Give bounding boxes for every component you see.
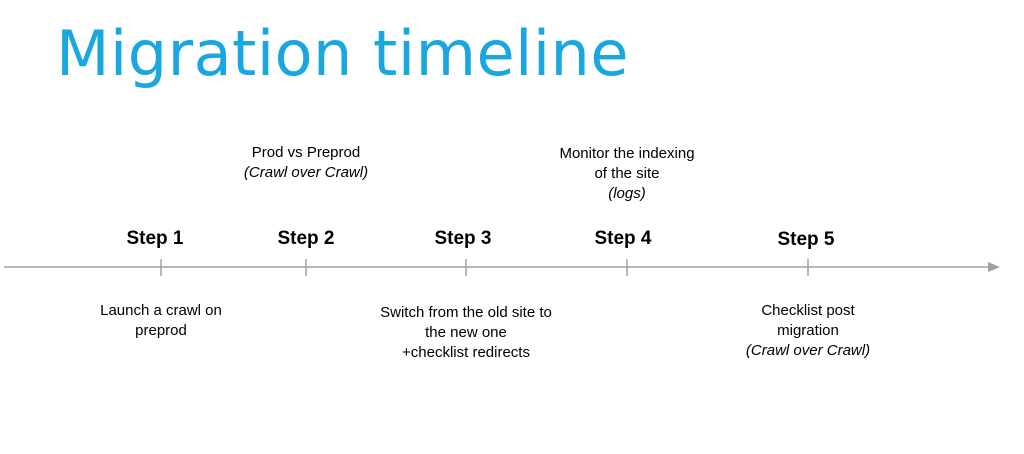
step-2-note-line: Prod vs Preprod: [251, 144, 361, 161]
step-2-note-italic: (Crawl over Crawl): [243, 164, 369, 181]
step-label-4: Step 4: [594, 228, 652, 249]
step-label-2: Step 2: [277, 228, 335, 249]
step-1-note-line: preprod: [135, 322, 187, 339]
step-label-3: Step 3: [434, 228, 492, 249]
step-1-note-line: Launch a crawl on: [100, 302, 222, 319]
step-5-note-italic: (Crawl over Crawl): [745, 342, 871, 359]
page-title: Migration timeline: [56, 17, 629, 90]
step-4-note-line: Monitor the indexing: [559, 145, 695, 162]
step-2-note: Prod vs Preprod (Crawl over Crawl): [191, 143, 421, 183]
step-5-note-line: migration: [777, 322, 839, 339]
step-5-note: Checklist post migration (Crawl over Cra…: [693, 301, 923, 361]
step-4-note-italic: (logs): [608, 185, 646, 202]
step-1-note: Launch a crawl on preprod: [46, 301, 276, 341]
step-3-note-line: the new one: [425, 324, 507, 341]
step-5-note-line: Checklist post: [761, 302, 855, 319]
timeline-arrowhead: [988, 262, 1000, 272]
step-4-note: Monitor the indexing of the site (logs): [512, 144, 742, 204]
step-label-5: Step 5: [777, 229, 835, 250]
step-4-note-line: of the site: [594, 165, 660, 182]
step-3-note-line: +checklist redirects: [402, 344, 530, 361]
step-label-1: Step 1: [126, 228, 184, 249]
step-3-note: Switch from the old site to the new one …: [351, 303, 581, 363]
step-3-note-line: Switch from the old site to: [380, 304, 552, 321]
